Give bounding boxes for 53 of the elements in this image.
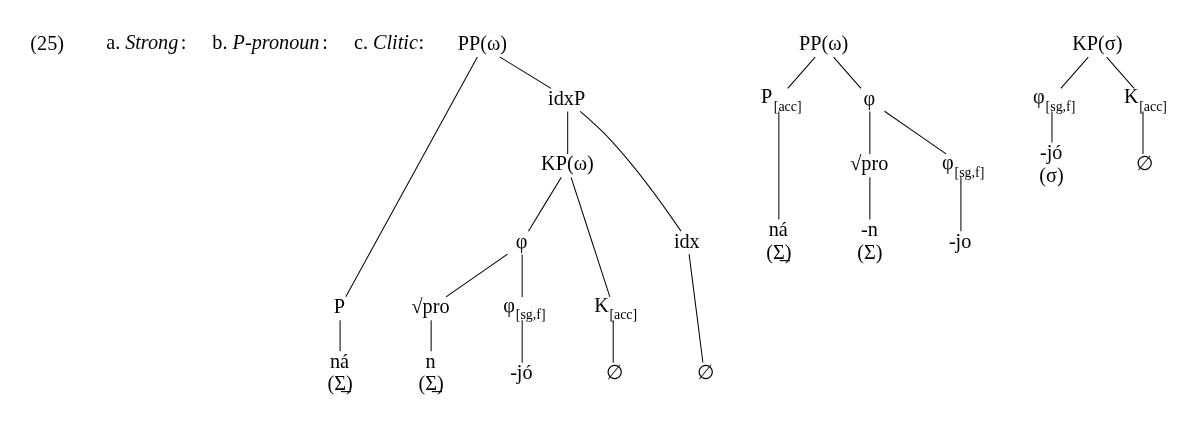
node-text: ná <box>329 349 350 372</box>
node-text: KP(σ) <box>1072 32 1123 55</box>
connector <box>521 253 523 298</box>
node-text: -jo <box>948 229 972 252</box>
node-text: ∅ <box>606 360 624 383</box>
node-text: -jó <box>510 360 533 383</box>
connector <box>345 56 478 298</box>
connector <box>445 253 509 298</box>
connector <box>778 111 780 220</box>
node-text: P <box>333 295 346 318</box>
label: (25) <box>30 32 64 55</box>
connector <box>521 319 523 364</box>
node-text: ∅ <box>697 360 715 383</box>
node-text: PP(ω) <box>799 32 849 55</box>
connector <box>787 56 816 89</box>
node-text: φ <box>863 86 876 109</box>
label: a. Strong: <box>106 30 187 53</box>
connector <box>527 176 562 232</box>
node-text: -n <box>861 218 878 241</box>
connector <box>1106 56 1135 89</box>
node-label: (σ) <box>1039 163 1064 186</box>
node-text: PP(ω) <box>457 32 507 55</box>
node-label: (Σ) <box>857 240 883 263</box>
node-text: φ$_{[sg,f]}$ <box>1032 85 1076 114</box>
node-text: K$_{[acc]}$ <box>1124 85 1167 114</box>
connector <box>612 319 614 364</box>
connector <box>1060 56 1089 89</box>
connector <box>688 253 704 363</box>
node-text: ∅ <box>1136 152 1154 175</box>
connector <box>570 176 611 298</box>
node-text: -jó <box>1039 140 1063 163</box>
node-label: (Σ̲) <box>327 372 353 395</box>
connector <box>833 56 862 89</box>
connector <box>567 111 569 155</box>
node-text: idxP <box>548 86 586 109</box>
node-text: φ <box>515 229 528 252</box>
node-text: φ$_{[sg,f]}$ <box>941 151 985 180</box>
label: c. Clitic: <box>354 30 425 53</box>
node-text: ná <box>768 218 788 241</box>
node-label: (Σ̲) <box>418 372 444 395</box>
node-text: K$_{[acc]}$ <box>594 293 638 323</box>
node-text: n <box>425 349 436 372</box>
label: b. P-pronoun: <box>212 30 329 53</box>
connector <box>884 110 947 155</box>
node-text: KP(ω) <box>541 152 594 175</box>
node-text: √pro <box>850 152 889 175</box>
connector <box>579 111 682 232</box>
node-text: √pro <box>411 295 450 318</box>
node-text: φ$_{[sg,f]}$ <box>503 293 546 323</box>
node-text: idx <box>673 229 700 252</box>
node-label: (Σ̲) <box>766 240 792 263</box>
connector <box>499 56 552 89</box>
node-text: P$_{[acc]}$ <box>761 85 802 114</box>
